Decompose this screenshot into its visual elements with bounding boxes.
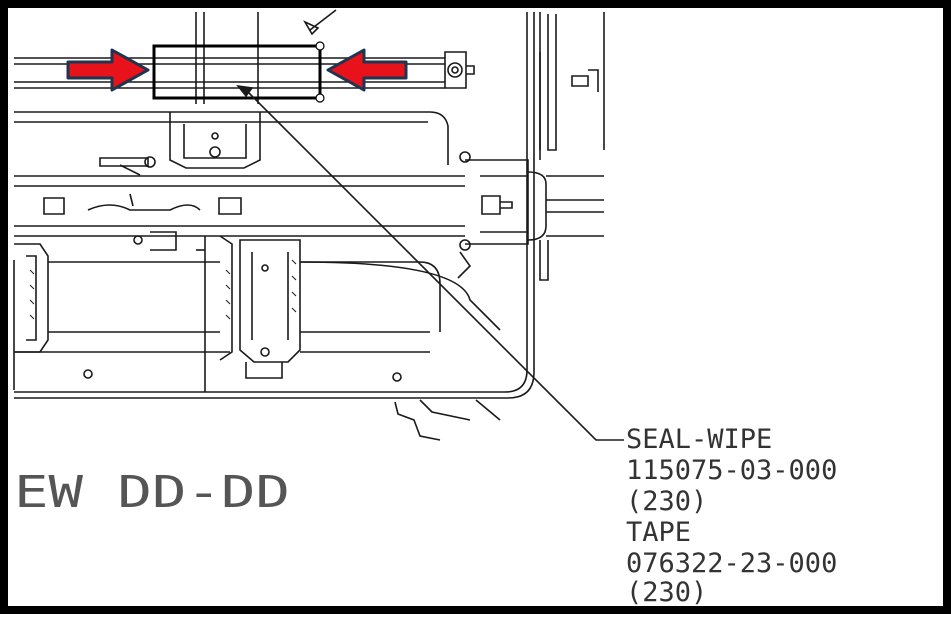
red-arrow-right-icon <box>66 48 150 92</box>
callout-line-6: (230) <box>626 577 707 608</box>
hatch-marks <box>29 259 297 320</box>
view-label: EW DD-DD <box>14 467 290 518</box>
callout-line-1: SEAL-WIPE <box>626 424 772 455</box>
callout-line-5: 076322-23-000 <box>626 548 837 579</box>
callout-leader <box>236 84 624 441</box>
red-arrow-left-icon <box>326 48 408 92</box>
callout-text: SEAL-WIPE 115075-03-000 (230) TAPE 07632… <box>626 424 837 608</box>
callout-line-3: (230) <box>626 486 707 517</box>
callout-line-2: 115075-03-000 <box>626 455 837 486</box>
callout-line-4: TAPE <box>626 517 691 548</box>
highlight-box <box>152 41 325 103</box>
